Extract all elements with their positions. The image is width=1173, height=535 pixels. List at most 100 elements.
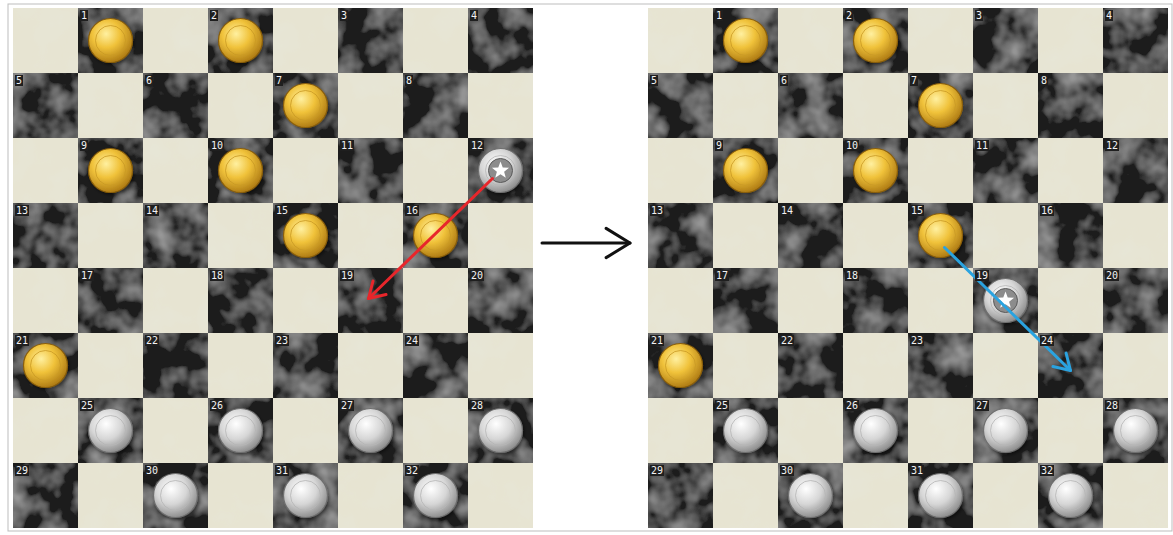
light-square xyxy=(208,333,273,398)
dark-square xyxy=(648,73,713,138)
dark-square xyxy=(338,8,403,73)
dark-square xyxy=(973,8,1038,73)
light-square xyxy=(78,203,143,268)
gold-piece xyxy=(724,19,768,63)
square-number: 6 xyxy=(145,75,153,86)
dark-square xyxy=(403,73,468,138)
dark-square xyxy=(1038,333,1103,398)
gold-piece xyxy=(659,344,703,388)
square-number: 10 xyxy=(845,140,859,151)
square-number: 27 xyxy=(340,400,354,411)
square-number: 13 xyxy=(15,205,29,216)
square-number: 9 xyxy=(715,140,723,151)
light-square xyxy=(13,398,78,463)
dark-square xyxy=(338,138,403,203)
light-square xyxy=(208,203,273,268)
light-square xyxy=(1038,8,1103,73)
square-number: 26 xyxy=(845,400,859,411)
light-square xyxy=(778,268,843,333)
square-number: 20 xyxy=(470,270,484,281)
square-number: 11 xyxy=(340,140,354,151)
light-square xyxy=(1038,398,1103,463)
square-number: 2 xyxy=(845,10,853,21)
square-number: 23 xyxy=(275,335,289,346)
gold-piece xyxy=(919,214,963,258)
square-number: 26 xyxy=(210,400,224,411)
square-number: 8 xyxy=(1040,75,1048,86)
light-square xyxy=(338,333,403,398)
square-number: 25 xyxy=(80,400,94,411)
dark-square xyxy=(713,398,778,463)
square-number: 19 xyxy=(340,270,354,281)
square-number: 22 xyxy=(780,335,794,346)
dark-square xyxy=(13,73,78,138)
light-square xyxy=(648,268,713,333)
silver-piece xyxy=(219,409,263,453)
dark-square xyxy=(908,203,973,268)
light-square xyxy=(208,73,273,138)
light-square xyxy=(1103,333,1168,398)
light-square xyxy=(908,138,973,203)
dark-square xyxy=(403,333,468,398)
dark-square xyxy=(78,8,143,73)
square-number: 30 xyxy=(780,465,794,476)
light-square xyxy=(208,463,273,528)
light-square xyxy=(78,463,143,528)
light-square xyxy=(143,8,208,73)
dark-square xyxy=(78,268,143,333)
gold-piece xyxy=(724,149,768,193)
dark-square xyxy=(13,463,78,528)
dark-square xyxy=(208,398,273,463)
light-square xyxy=(143,398,208,463)
silver-king xyxy=(984,279,1028,323)
jump-arrow xyxy=(945,248,1071,371)
silver-piece xyxy=(479,409,523,453)
dark-square xyxy=(713,268,778,333)
light-square xyxy=(648,138,713,203)
silver-piece xyxy=(854,409,898,453)
square-number: 20 xyxy=(1105,270,1119,281)
square-number: 17 xyxy=(715,270,729,281)
dark-square xyxy=(143,203,208,268)
dark-square xyxy=(843,8,908,73)
gold-piece xyxy=(219,149,263,193)
dark-square xyxy=(843,268,908,333)
dark-square xyxy=(908,73,973,138)
square-number: 32 xyxy=(405,465,419,476)
light-square xyxy=(713,73,778,138)
light-square xyxy=(843,333,908,398)
light-square xyxy=(1103,463,1168,528)
dark-square xyxy=(208,138,273,203)
dark-square xyxy=(843,138,908,203)
square-number: 29 xyxy=(15,465,29,476)
light-square xyxy=(78,333,143,398)
silver-piece xyxy=(789,474,833,518)
light-square xyxy=(713,463,778,528)
gold-piece xyxy=(89,19,133,63)
square-number: 3 xyxy=(340,10,348,21)
light-square xyxy=(843,203,908,268)
gold-piece xyxy=(284,84,328,128)
light-square xyxy=(273,138,338,203)
dark-square xyxy=(78,398,143,463)
dark-square xyxy=(273,203,338,268)
transition-arrow xyxy=(542,228,630,257)
square-number: 21 xyxy=(15,335,29,346)
square-number: 16 xyxy=(1040,205,1054,216)
light-square xyxy=(338,73,403,138)
square-number: 7 xyxy=(275,75,283,86)
square-number: 28 xyxy=(470,400,484,411)
square-number: 14 xyxy=(145,205,159,216)
square-number: 5 xyxy=(15,75,23,86)
square-number: 15 xyxy=(275,205,289,216)
light-square xyxy=(713,333,778,398)
square-number: 18 xyxy=(210,270,224,281)
dark-square xyxy=(713,8,778,73)
dark-square xyxy=(973,138,1038,203)
light-square xyxy=(908,268,973,333)
silver-piece xyxy=(1049,474,1093,518)
light-square xyxy=(973,73,1038,138)
light-square xyxy=(843,73,908,138)
dark-square xyxy=(338,268,403,333)
silver-piece xyxy=(724,409,768,453)
